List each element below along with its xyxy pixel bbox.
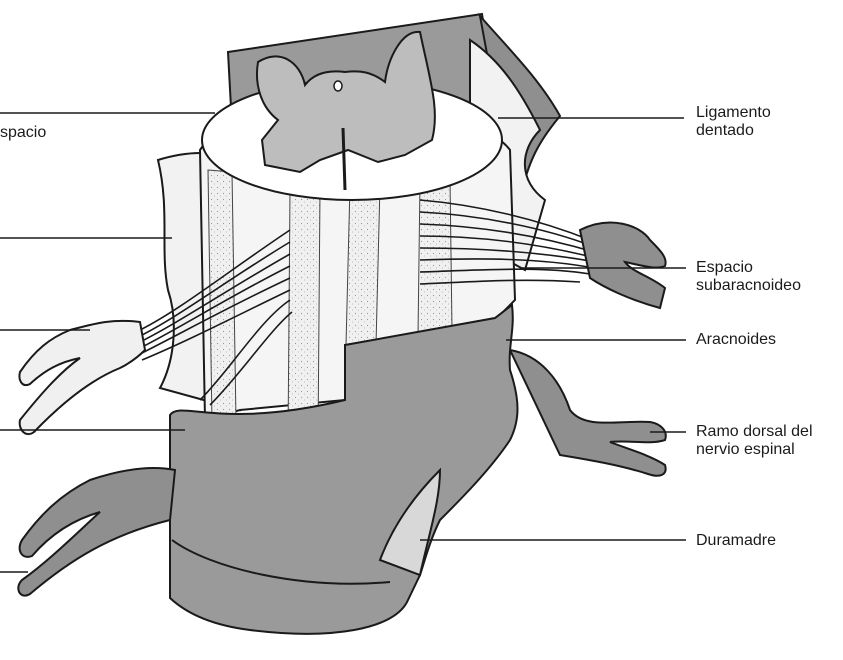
label-duramadre: Duramadre xyxy=(696,532,776,550)
label-ramo-dorsal: Ramo dorsal del nervio espinal xyxy=(696,423,813,459)
label-espacio-partial: spacio xyxy=(0,124,46,142)
label-ramo-line-1: Ramo dorsal del xyxy=(696,423,813,441)
label-ligamento-line-2: dentado xyxy=(696,122,771,140)
label-ligamento-dentado: Ligamento dentado xyxy=(696,104,771,140)
left-lower-nerve xyxy=(18,468,175,596)
arachnoid-strip-2 xyxy=(288,190,320,440)
label-espacio-subaracnoideo: Espacio subaracnoideo xyxy=(696,259,801,295)
right-spinal-nerve xyxy=(580,223,666,308)
label-ligamento-line-1: Ligamento xyxy=(696,104,771,122)
right-lower-nerve xyxy=(510,350,666,476)
label-subaracnoideo-line-2: subaracnoideo xyxy=(696,277,801,295)
label-subaracnoideo-line-1: Espacio xyxy=(696,259,801,277)
arachnoid-strip-1 xyxy=(208,170,236,422)
anterior-fissure xyxy=(343,128,345,190)
label-aracnoides: Aracnoides xyxy=(696,331,776,349)
label-ramo-line-2: nervio espinal xyxy=(696,441,813,459)
left-spinal-nerve xyxy=(19,321,145,434)
arachnoid-strip-3 xyxy=(346,185,380,345)
central-canal xyxy=(334,81,342,91)
